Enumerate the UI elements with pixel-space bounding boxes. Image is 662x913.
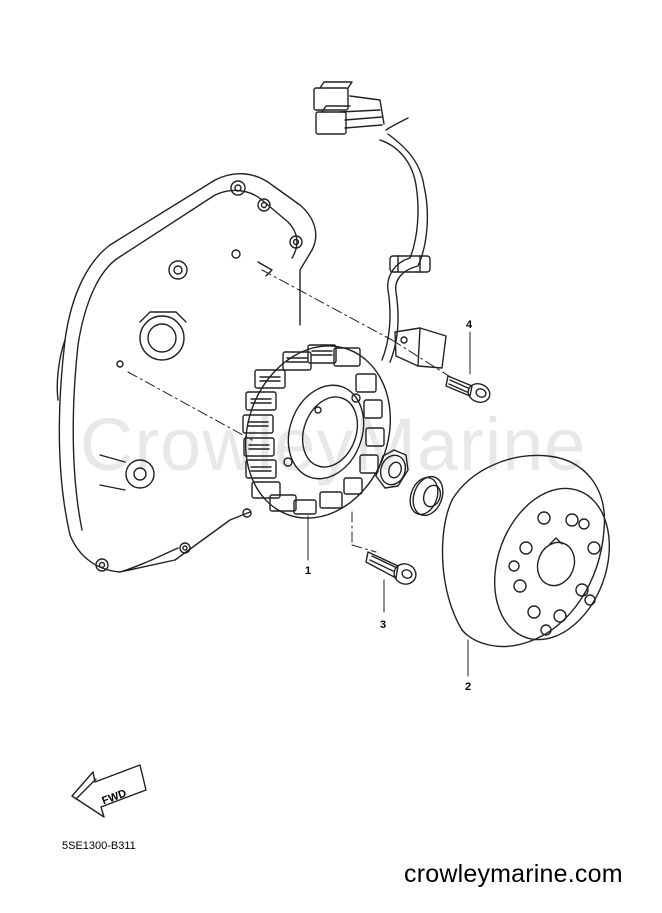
wire-harness xyxy=(313,81,447,369)
crankcase-cover xyxy=(56,173,317,573)
leader-lines xyxy=(307,331,471,677)
bolt-part-3 xyxy=(365,551,417,585)
callout-part-1: 1 xyxy=(305,565,311,577)
alignment-lines xyxy=(127,269,453,553)
callout-part-2: 2 xyxy=(465,681,471,693)
site-footer: crowleymarine.com xyxy=(404,860,623,888)
callout-part-3: 3 xyxy=(380,619,386,631)
diagram-code: 5SE1300-B311 xyxy=(62,840,136,852)
watermark-text: CrowleyMarine xyxy=(80,403,587,486)
washer xyxy=(409,475,444,517)
fwd-arrow-icon xyxy=(71,764,147,818)
bolt-part-4 xyxy=(445,375,491,403)
callout-part-4: 4 xyxy=(466,319,473,331)
nut xyxy=(375,449,409,489)
rotor xyxy=(441,454,611,648)
fwd-arrow-label: FWD xyxy=(100,787,128,807)
stator xyxy=(242,344,392,519)
